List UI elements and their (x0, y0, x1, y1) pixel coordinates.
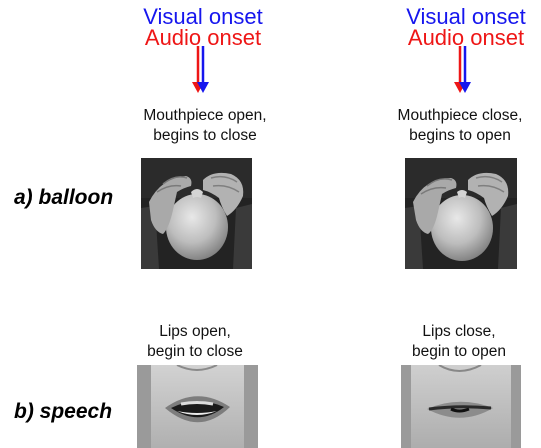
balloon-caption-left-line2: begins to close (110, 126, 300, 146)
visual-onset-label-right: Visual onset (403, 7, 529, 27)
row-label-speech: b) speech (14, 400, 112, 424)
speech-photo-left (137, 365, 258, 448)
speech-caption-left-line2: begin to close (110, 342, 280, 362)
balloon-caption-left: Mouthpiece open, begins to close (110, 106, 300, 146)
onset-arrows-right (448, 46, 478, 94)
balloon-caption-right-line1: Mouthpiece close, (370, 106, 541, 126)
balloon-photo-right (405, 158, 517, 269)
speech-caption-left-line1: Lips open, (110, 322, 280, 342)
audio-onset-label-left: Audio onset (140, 28, 266, 48)
audio-onset-label-right: Audio onset (403, 28, 529, 48)
balloon-caption-left-line1: Mouthpiece open, (110, 106, 300, 126)
onset-arrows-left (186, 46, 216, 94)
speech-caption-left: Lips open, begin to close (110, 322, 280, 362)
speech-caption-right-line2: begin to open (379, 342, 539, 362)
balloon-photo-left (141, 158, 252, 269)
balloon-caption-right: Mouthpiece close, begins to open (370, 106, 541, 146)
speech-caption-right: Lips close, begin to open (379, 322, 539, 362)
visual-onset-label-left: Visual onset (140, 7, 266, 27)
speech-photo-right (401, 365, 521, 448)
balloon-caption-right-line2: begins to open (370, 126, 541, 146)
speech-caption-right-line1: Lips close, (379, 322, 539, 342)
row-label-balloon: a) balloon (14, 186, 113, 210)
